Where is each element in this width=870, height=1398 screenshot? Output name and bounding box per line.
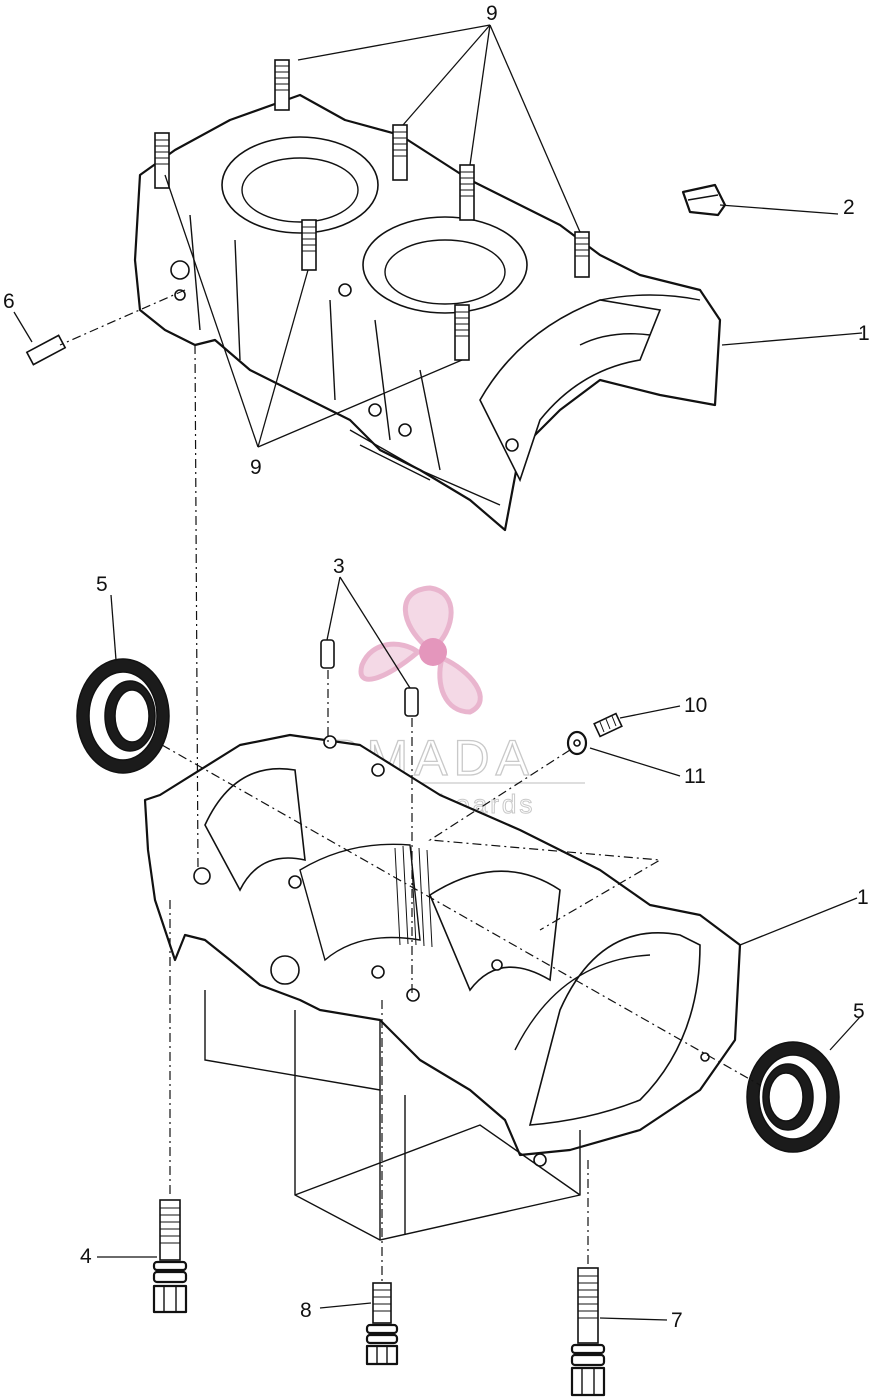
dowel-pin xyxy=(25,334,67,366)
upper-crankcase xyxy=(25,59,727,532)
oil-seal xyxy=(76,658,170,774)
bolt xyxy=(365,1282,399,1366)
bolt xyxy=(570,1267,606,1397)
cap-part xyxy=(681,183,727,217)
callout-7: 7 xyxy=(671,1309,683,1332)
callout-8: 8 xyxy=(300,1299,312,1322)
stud xyxy=(154,132,170,189)
callout-4: 4 xyxy=(80,1245,92,1268)
lower-crankcase xyxy=(143,733,742,1241)
stud xyxy=(574,231,590,278)
stud xyxy=(459,164,475,221)
callout-5-right: 5 xyxy=(853,1000,865,1023)
callout-3: 3 xyxy=(333,555,345,578)
callout-10: 10 xyxy=(684,694,707,717)
leader-lines xyxy=(13,24,863,1321)
bolt xyxy=(152,1199,188,1314)
oil-seal xyxy=(746,1041,840,1153)
callout-1-upper: 1 xyxy=(858,322,870,345)
stud xyxy=(301,219,317,271)
watermark-logo xyxy=(358,585,483,715)
callout-1-lower: 1 xyxy=(857,886,869,909)
alignment-lines xyxy=(59,289,761,1282)
callout-9-bottom: 9 xyxy=(250,456,262,479)
callout-9-top: 9 xyxy=(486,2,498,25)
callout-2: 2 xyxy=(843,196,855,219)
callout-11: 11 xyxy=(684,765,706,788)
stud xyxy=(454,304,470,361)
callout-6: 6 xyxy=(3,290,15,313)
stud xyxy=(274,59,290,111)
drain-screw xyxy=(593,712,623,738)
dowel-pin xyxy=(404,687,419,717)
dowel-pin xyxy=(320,639,335,669)
stud xyxy=(392,124,408,181)
callout-5-left: 5 xyxy=(96,573,108,596)
